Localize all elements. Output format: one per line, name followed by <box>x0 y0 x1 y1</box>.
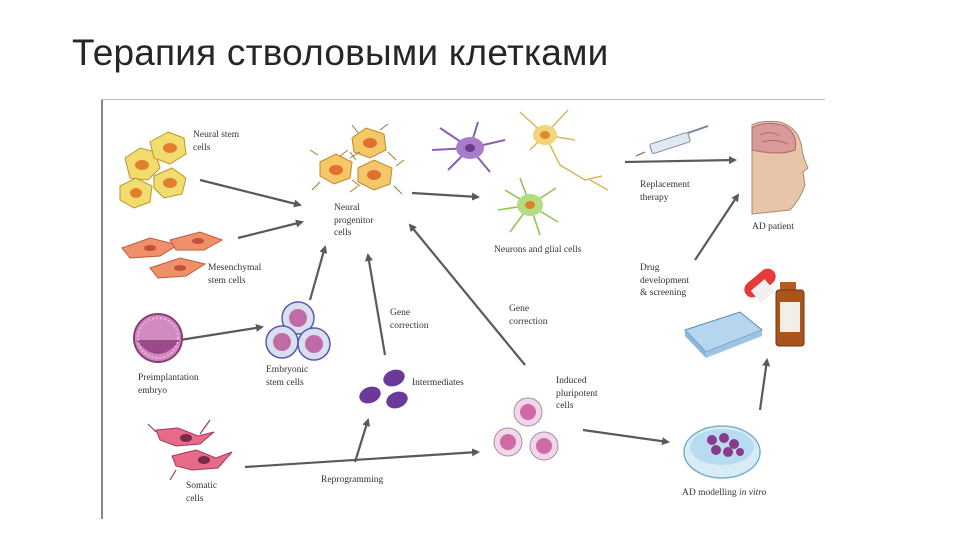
mesenchymal-illustration <box>121 231 224 279</box>
arrow-ipsc-to-npc <box>408 223 526 366</box>
label-neurons-glial: Neurons and glial cells <box>494 245 582 255</box>
figure-frame-left <box>101 99 103 519</box>
slide-title: Терапия стволовыми клетками <box>72 32 609 73</box>
microplate-illustration <box>684 311 763 358</box>
arrow-intermediates-to-npc <box>365 253 387 356</box>
arrow-embryo-to-esc <box>179 323 264 342</box>
arrow-reprogramming-to-intermediates <box>353 418 371 463</box>
pill-and-bottle-illustration <box>744 268 805 347</box>
ipsc-illustration <box>493 397 559 461</box>
intermediates-illustration <box>359 369 408 409</box>
arrow-npc-to-neurons <box>411 191 480 201</box>
neural-progenitor-cells-illustration <box>309 123 405 195</box>
embryo-illustration <box>133 313 183 363</box>
figure-frame-top <box>101 99 825 100</box>
petri-dish-illustration <box>683 425 761 479</box>
arrows <box>179 156 771 469</box>
syringe-illustration <box>635 125 709 157</box>
somatic-cells-illustration <box>147 419 233 481</box>
ad-patient-illustration <box>751 120 809 215</box>
neural-stem-cells-illustration <box>119 131 187 209</box>
label-intermediates: Intermediates <box>412 378 464 388</box>
arrow-ipsc-to-modelling <box>582 428 670 446</box>
arrow-nsc-to-npc <box>199 178 302 208</box>
label-reprogramming: Reprogramming <box>321 475 384 485</box>
label-ad-patient: AD patient <box>752 222 794 232</box>
arrow-drug-to-patient <box>694 193 740 261</box>
arrow-msc-to-npc <box>237 219 304 240</box>
arrow-neurons-to-therapy <box>624 156 737 165</box>
embryonic-stem-cells-illustration <box>265 301 331 361</box>
arrow-somatic-to-ipsc <box>244 448 480 469</box>
arrow-modelling-to-drug <box>758 358 771 411</box>
arrow-esc-to-npc <box>308 245 328 301</box>
neurons-glial-illustration <box>431 109 609 236</box>
label-ad-modelling: AD modelling in vitro <box>682 488 767 498</box>
